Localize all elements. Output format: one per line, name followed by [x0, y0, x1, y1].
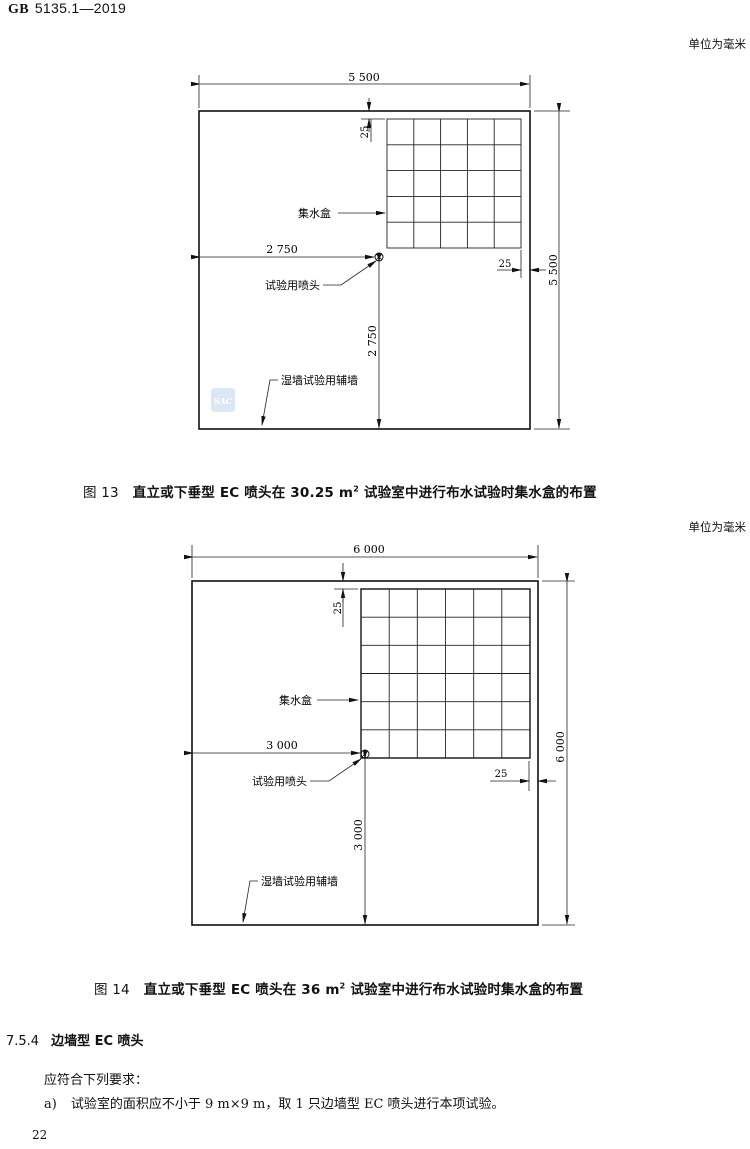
dim-nozzle-y: 2 750 — [366, 325, 379, 357]
section-number: 7.5.4 — [6, 1034, 40, 1049]
label-collection-box: 集水盒 — [279, 693, 312, 707]
section-title: 边墙型 EC 喷头 — [51, 1034, 144, 1049]
dim-offset-right: 25 — [495, 769, 508, 780]
dim-offset-top: 25 — [360, 126, 371, 139]
dim-room-width: 5 500 — [348, 71, 380, 84]
dim-offset-top: 25 — [333, 602, 344, 615]
sac-watermark-logo — [211, 388, 235, 412]
section-intro: 应符合下列要求： — [44, 1073, 149, 1088]
collection-box-grid — [386, 118, 522, 249]
dim-room-height: 6 000 — [554, 731, 567, 763]
page-number: 22 — [32, 1128, 48, 1142]
figure-13-diagram: 5 500 5 500 25 集水盒 2 750 试验用喷头 2 750 25 … — [191, 71, 570, 430]
label-wet-wall: 湿墙试验用辅墙 — [261, 874, 338, 888]
dim-room-width: 6 000 — [353, 543, 385, 556]
unit-label-fig13: 单位为毫米 — [688, 37, 747, 51]
figure-14-diagram: 6 000 6 000 25 集水盒 3 000 试验用喷头 3 000 25 … — [184, 543, 575, 926]
dim-nozzle-x: 3 000 — [266, 739, 298, 752]
dim-nozzle-x: 2 750 — [266, 243, 298, 256]
label-test-nozzle: 试验用喷头 — [252, 774, 307, 788]
unit-label-fig14: 单位为毫米 — [688, 520, 747, 534]
standard-code: GB — [8, 2, 29, 17]
list-text: 试验室的面积应不小于 9 m×9 m，取 1 只边墙型 EC 喷头进行本项试验。 — [70, 1097, 505, 1112]
dim-offset-right: 25 — [499, 259, 512, 270]
section-heading: 7.5.4 边墙型 EC 喷头 — [6, 1030, 144, 1049]
label-test-nozzle: 试验用喷头 — [265, 278, 320, 292]
standard-header: GB 5135.1—2019 — [8, 0, 126, 18]
standard-number: 5135.1—2019 — [34, 0, 127, 16]
label-wet-wall: 湿墙试验用辅墙 — [281, 373, 358, 387]
dim-room-height: 5 500 — [547, 254, 560, 286]
collection-box-grid — [360, 588, 531, 759]
label-collection-box: 集水盒 — [298, 206, 331, 220]
room-outline — [198, 110, 531, 430]
list-marker: a) — [44, 1097, 57, 1112]
list-item: a) 试验室的面积应不小于 9 m×9 m，取 1 只边墙型 EC 喷头进行本项试… — [44, 1093, 505, 1112]
svg-text:SAC: SAC — [214, 396, 233, 406]
dim-nozzle-y: 3 000 — [352, 819, 365, 851]
